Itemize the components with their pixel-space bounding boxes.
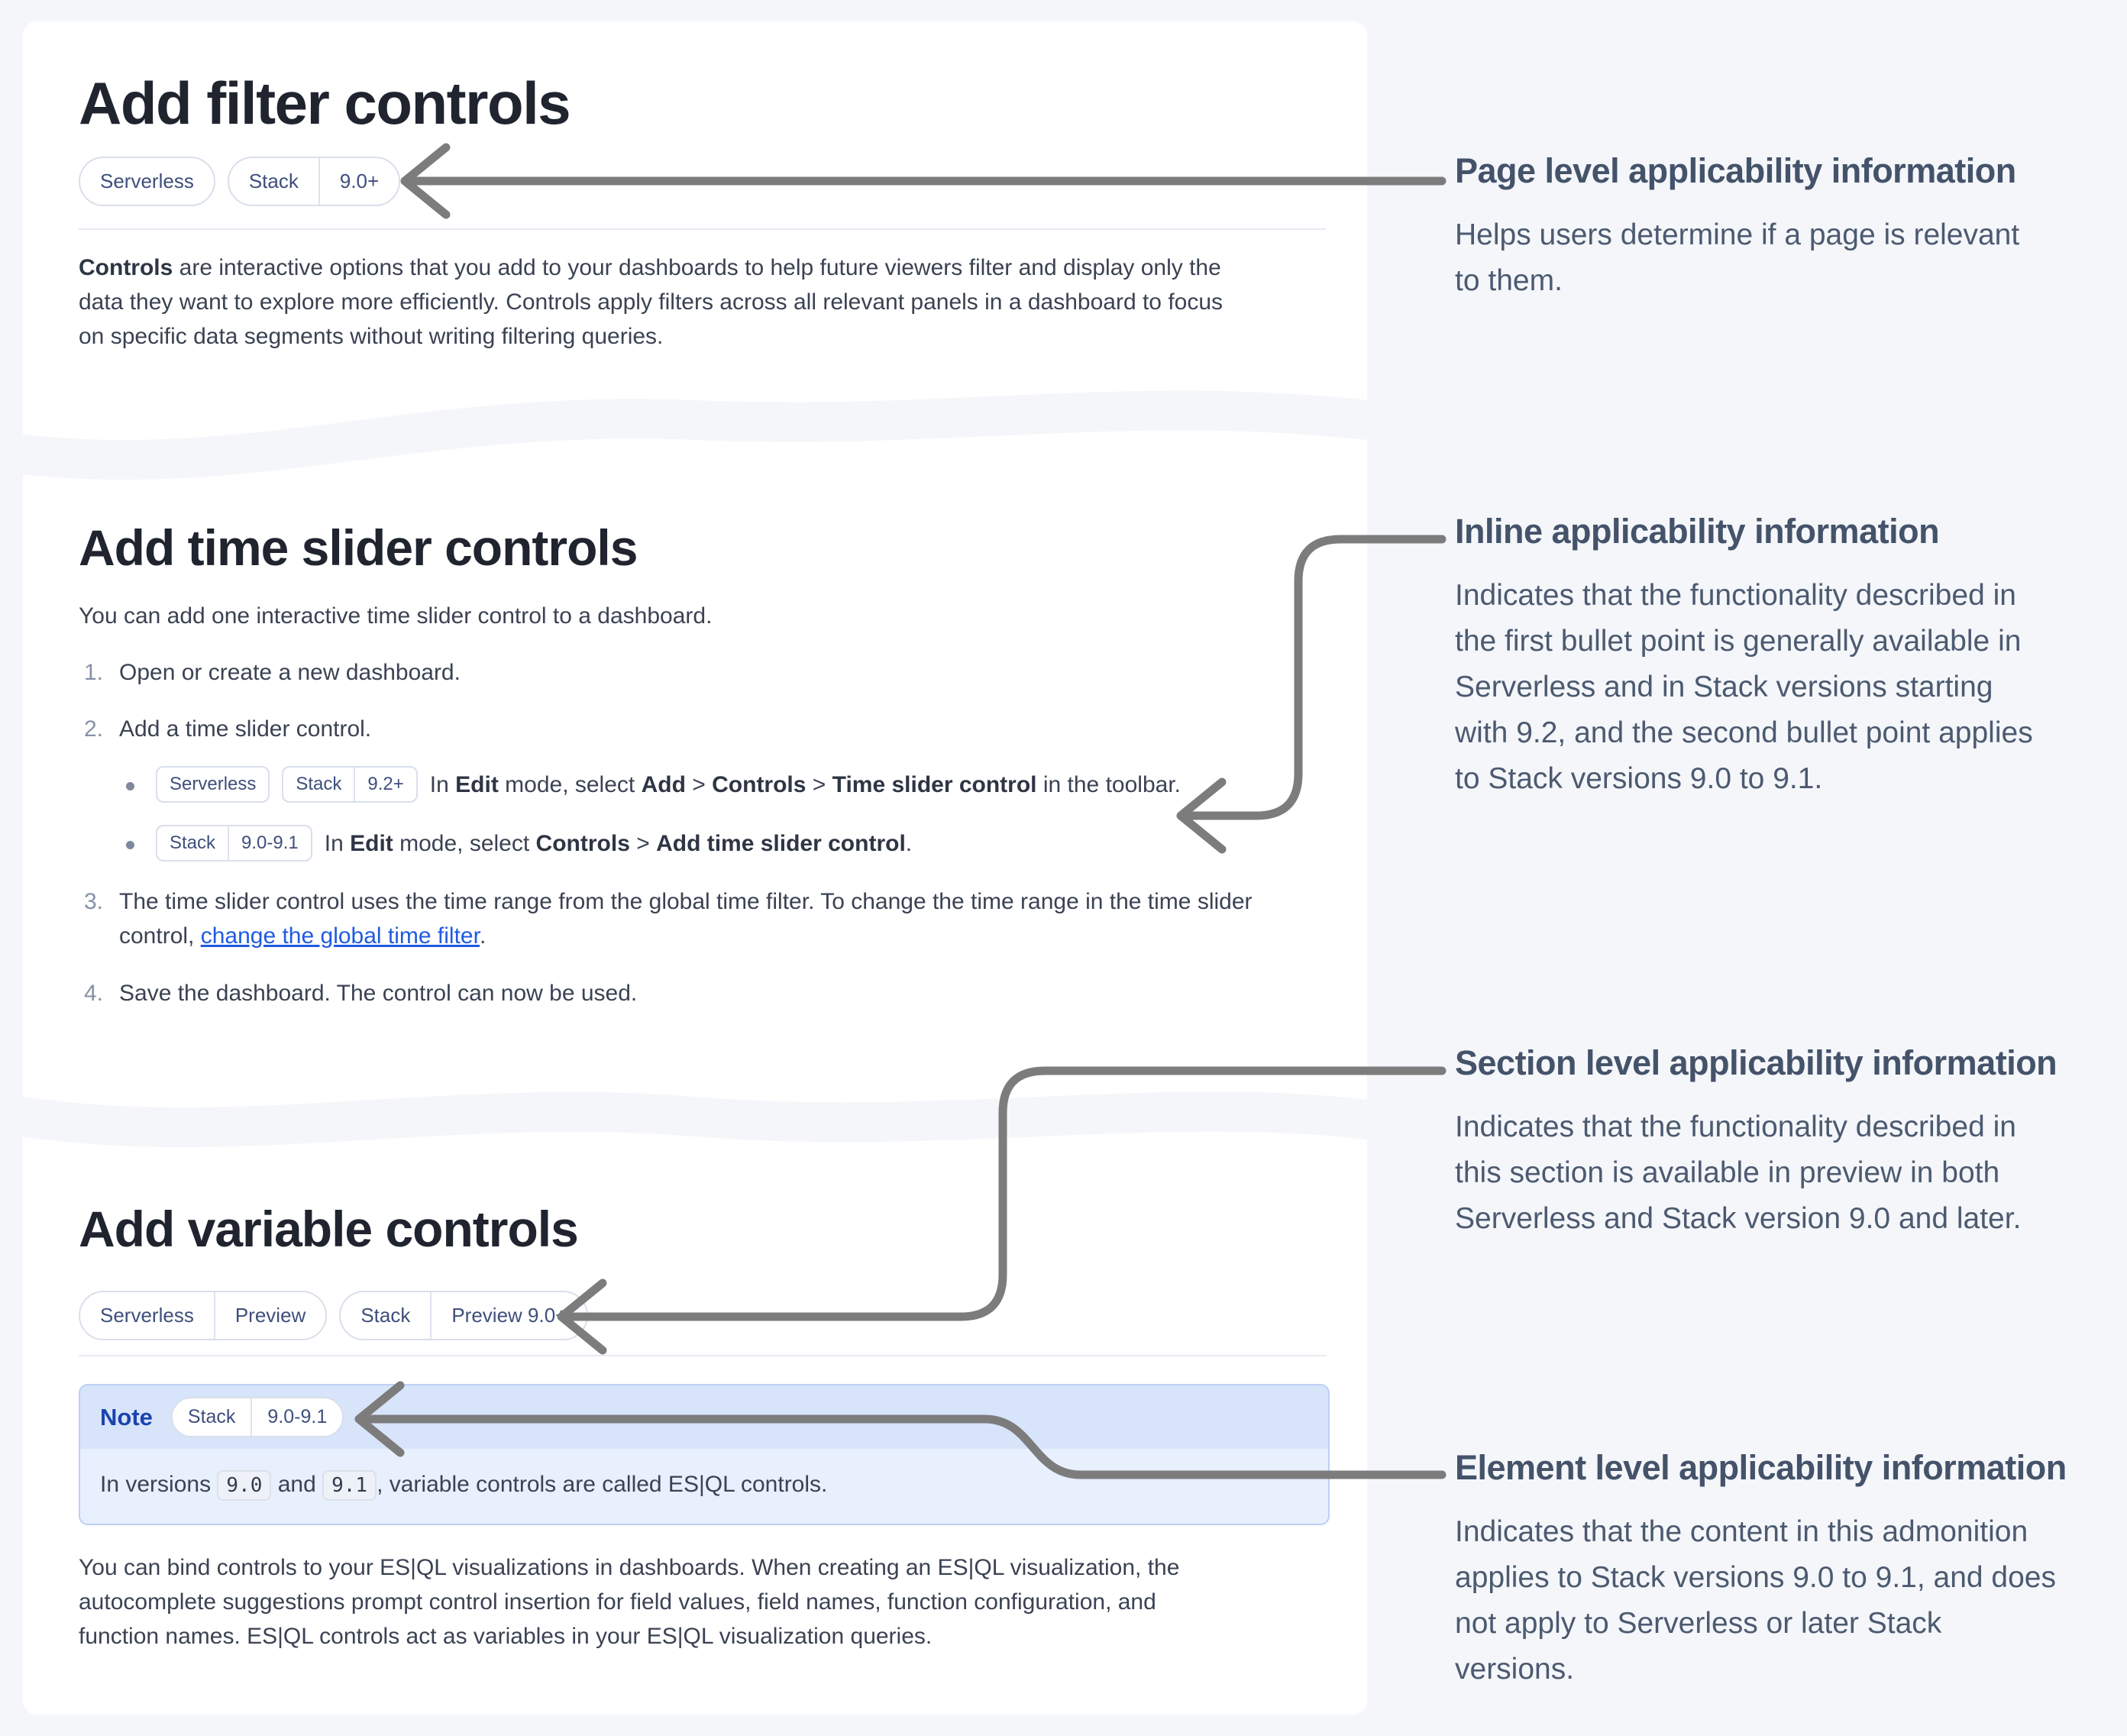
annotation-body: Indicates that the functionality describ… (1455, 579, 2033, 795)
section-applicability-badges: Serverless Preview Stack Preview 9.0+ (79, 1291, 600, 1340)
badge-segment: Serverless (100, 1304, 194, 1327)
step-number: 4. (84, 981, 104, 1006)
step-2: 2. Add a time slider control. (84, 712, 371, 746)
bullet-icon (126, 781, 134, 790)
badge-segment: 9.2+ (354, 768, 415, 801)
note-admonition: Note Stack 9.0-9.1 In versions 9.0 and 9.… (79, 1384, 1330, 1525)
section-title-time-slider: Add time slider controls (79, 519, 638, 576)
applicability-badge: Serverless (79, 157, 215, 206)
note-label: Note (100, 1403, 153, 1431)
badge-segment: Stack (296, 774, 342, 794)
inline-code: 9.0 (217, 1470, 272, 1501)
section-title-variable: Add variable controls (79, 1201, 579, 1257)
badge-segment: Stack (360, 1304, 411, 1327)
page-applicability-badges: Serverless Stack 9.0+ (79, 157, 412, 206)
applicability-badge: Serverless (156, 766, 270, 803)
badge-segment: 9.0-9.1 (251, 1398, 342, 1436)
page-title: Add filter controls (79, 70, 571, 137)
step-4: 4. Save the dashboard. The control can n… (84, 976, 637, 1010)
step-text: Save the dashboard. The control can now … (119, 981, 638, 1006)
badge-segment: Stack (170, 832, 216, 853)
variable-controls-paragraph: You can bind controls to your ES|QL visu… (79, 1555, 1180, 1649)
applicability-badge: Serverless Preview (79, 1291, 328, 1340)
badge-segment: Preview (213, 1292, 325, 1339)
annotation-heading: Element level applicability information (1455, 1448, 2067, 1487)
note-applicability-badge: Stack 9.0-9.1 (170, 1397, 344, 1437)
badge-segment: Preview 9.0+ (430, 1292, 587, 1339)
annotation-body: Indicates that the content in this admon… (1455, 1515, 2056, 1686)
applicability-badge: Stack 9.0-9.1 (156, 825, 312, 862)
divider (79, 228, 1327, 230)
note-header: Note Stack 9.0-9.1 (80, 1385, 1328, 1449)
global-time-filter-link[interactable]: change the global time filter (200, 923, 480, 949)
annotation-page-level: Page level applicability information Hel… (1455, 151, 2127, 304)
divider (79, 1355, 1327, 1356)
badge-segment: Stack (187, 1406, 236, 1427)
badge-segment: Serverless (100, 170, 194, 192)
intro-paragraph: Controls are interactive options that yo… (79, 255, 1224, 349)
badge-segment: Stack (248, 170, 299, 192)
applicability-badge: Stack 9.0-9.1 (170, 1397, 344, 1437)
bullet-icon (126, 840, 134, 849)
applicability-badge: Stack 9.0+ (227, 157, 401, 206)
step-text: The time slider control uses the time ra… (119, 889, 1253, 949)
step-1: 1. Open or create a new dashboard. (84, 655, 461, 690)
step-text: Open or create a new dashboard. (119, 660, 461, 685)
badge-segment: 9.0+ (318, 158, 399, 205)
step-text: Add a time slider control. (119, 716, 372, 742)
time-slider-intro: You can add one interactive time slider … (79, 603, 713, 629)
annotation-body: Indicates that the functionality describ… (1455, 1110, 2022, 1235)
inline-code: 9.1 (322, 1470, 377, 1501)
annotation-heading: Page level applicability information (1455, 151, 2016, 190)
applicability-badge: Stack Preview 9.0+ (339, 1291, 589, 1340)
annotation-inline: Inline applicability information Indicat… (1455, 512, 2127, 802)
annotation-element-level: Element level applicability information … (1455, 1448, 2127, 1692)
annotation-heading: Inline applicability information (1455, 512, 1940, 551)
note-body: In versions 9.0 and 9.1, variable contro… (80, 1449, 1328, 1524)
step-number: 3. (84, 889, 104, 914)
annotation-heading: Section level applicability information (1455, 1043, 2058, 1082)
annotation-section-level: Section level applicability information … (1455, 1043, 2127, 1242)
applicability-badge: Stack 9.2+ (282, 766, 418, 803)
badge-segment: Serverless (170, 774, 257, 794)
step-3: 3. The time slider control uses the time… (84, 884, 1253, 953)
annotation-body: Helps users determine if a page is relev… (1455, 218, 2020, 297)
badge-segment: 9.0-9.1 (228, 826, 311, 860)
step-number: 1. (84, 660, 104, 685)
step-number: 2. (84, 716, 104, 742)
